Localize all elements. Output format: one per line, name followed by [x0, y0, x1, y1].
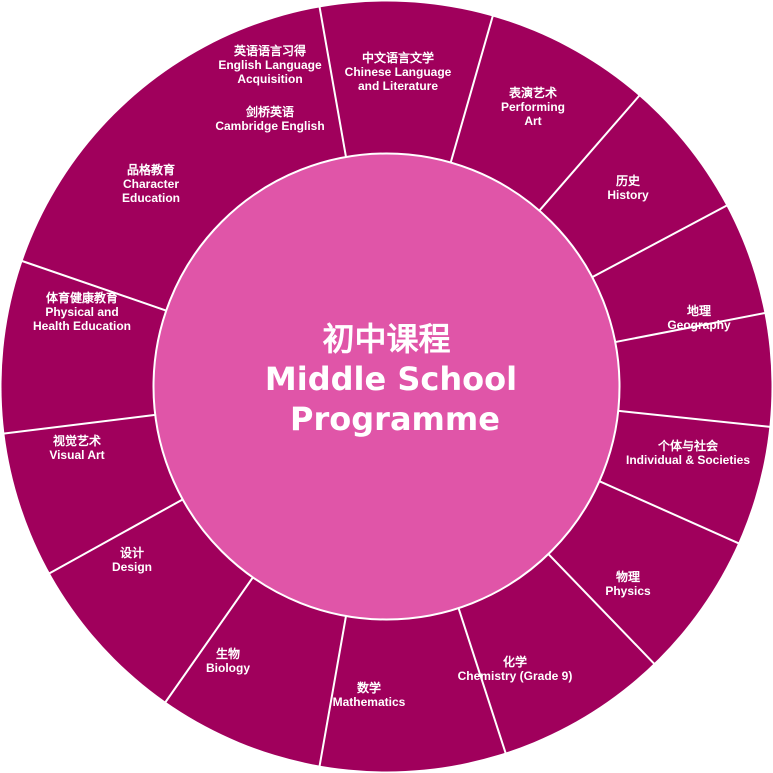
segment-label-history: 历史 — [616, 173, 641, 188]
segment-label-character: 品格教育 — [127, 162, 175, 177]
segment-label-geography: 地理 — [687, 303, 711, 318]
segment-divider — [614, 409, 772, 428]
segment-label-performing-art: Art — [524, 114, 541, 128]
segment-label-physical-health: Health Education — [33, 319, 131, 333]
segment-divider — [2, 413, 160, 435]
segment-divider — [544, 550, 657, 666]
segment-label-biology: 生物 — [216, 646, 240, 661]
segment-divider — [20, 259, 171, 313]
segment-label-mathematics: Mathematics — [333, 695, 406, 709]
center-title-chinese: 初中课程 — [322, 320, 450, 358]
segment-divider — [456, 603, 508, 755]
segment-divider — [595, 478, 741, 545]
segment-label-individual-societies: 个体与社会 — [657, 438, 719, 453]
segment-label-history: History — [607, 188, 649, 202]
segment-label-geography: Geography — [667, 318, 731, 332]
segment-label-english: 剑桥英语 — [245, 104, 294, 119]
segment-divider — [318, 5, 348, 162]
segment-label-character: Character — [123, 177, 179, 191]
segment-label-biology: Biology — [206, 661, 250, 675]
segment-divider — [611, 311, 767, 344]
segment-label-design: 设计 — [120, 545, 144, 560]
center-title-line2: Middle School — [265, 360, 517, 398]
segment-label-performing-art: Performing — [501, 100, 565, 114]
segment-label-visual-art: 视觉艺术 — [53, 433, 101, 448]
segment-label-english: English Language — [218, 58, 322, 72]
segment-label-visual-art: Visual Art — [49, 448, 104, 462]
segment-label-individual-societies: Individual & Societies — [626, 453, 750, 467]
segment-label-physics: 物理 — [616, 569, 640, 584]
segment-label-english: Cambridge English — [215, 119, 324, 133]
segment-label-chemistry: 化学 — [503, 654, 527, 669]
segment-label-english: Acquisition — [237, 72, 302, 86]
segment-label-physical-health: 体育健康教育 — [46, 290, 118, 305]
segment-label-chinese: Chinese Language — [345, 65, 452, 79]
segment-divider — [318, 611, 348, 768]
segment-label-mathematics: 数学 — [357, 680, 381, 695]
segment-label-chinese: and Literature — [358, 79, 438, 93]
segment-label-english: 英语语言习得 — [234, 43, 306, 58]
segment-divider — [47, 496, 187, 575]
segment-divider — [588, 203, 729, 280]
segment-dividers — [2, 5, 772, 768]
segment-label-chemistry: Chemistry (Grade 9) — [458, 669, 573, 683]
segment-divider — [535, 93, 642, 215]
segment-label-performing-art: 表演艺术 — [508, 85, 557, 100]
center-circle — [152, 152, 621, 621]
segment-label-chinese: 中文语言文学 — [362, 50, 434, 65]
center-title-line3: Programme — [290, 400, 500, 438]
segment-label-physics: Physics — [605, 584, 651, 598]
segment-label-design: Design — [112, 560, 152, 574]
segment-label-physical-health: Physical and — [45, 305, 118, 319]
segment-divider — [163, 573, 257, 705]
segment-divider — [448, 14, 495, 167]
segment-label-character: Education — [122, 191, 180, 205]
